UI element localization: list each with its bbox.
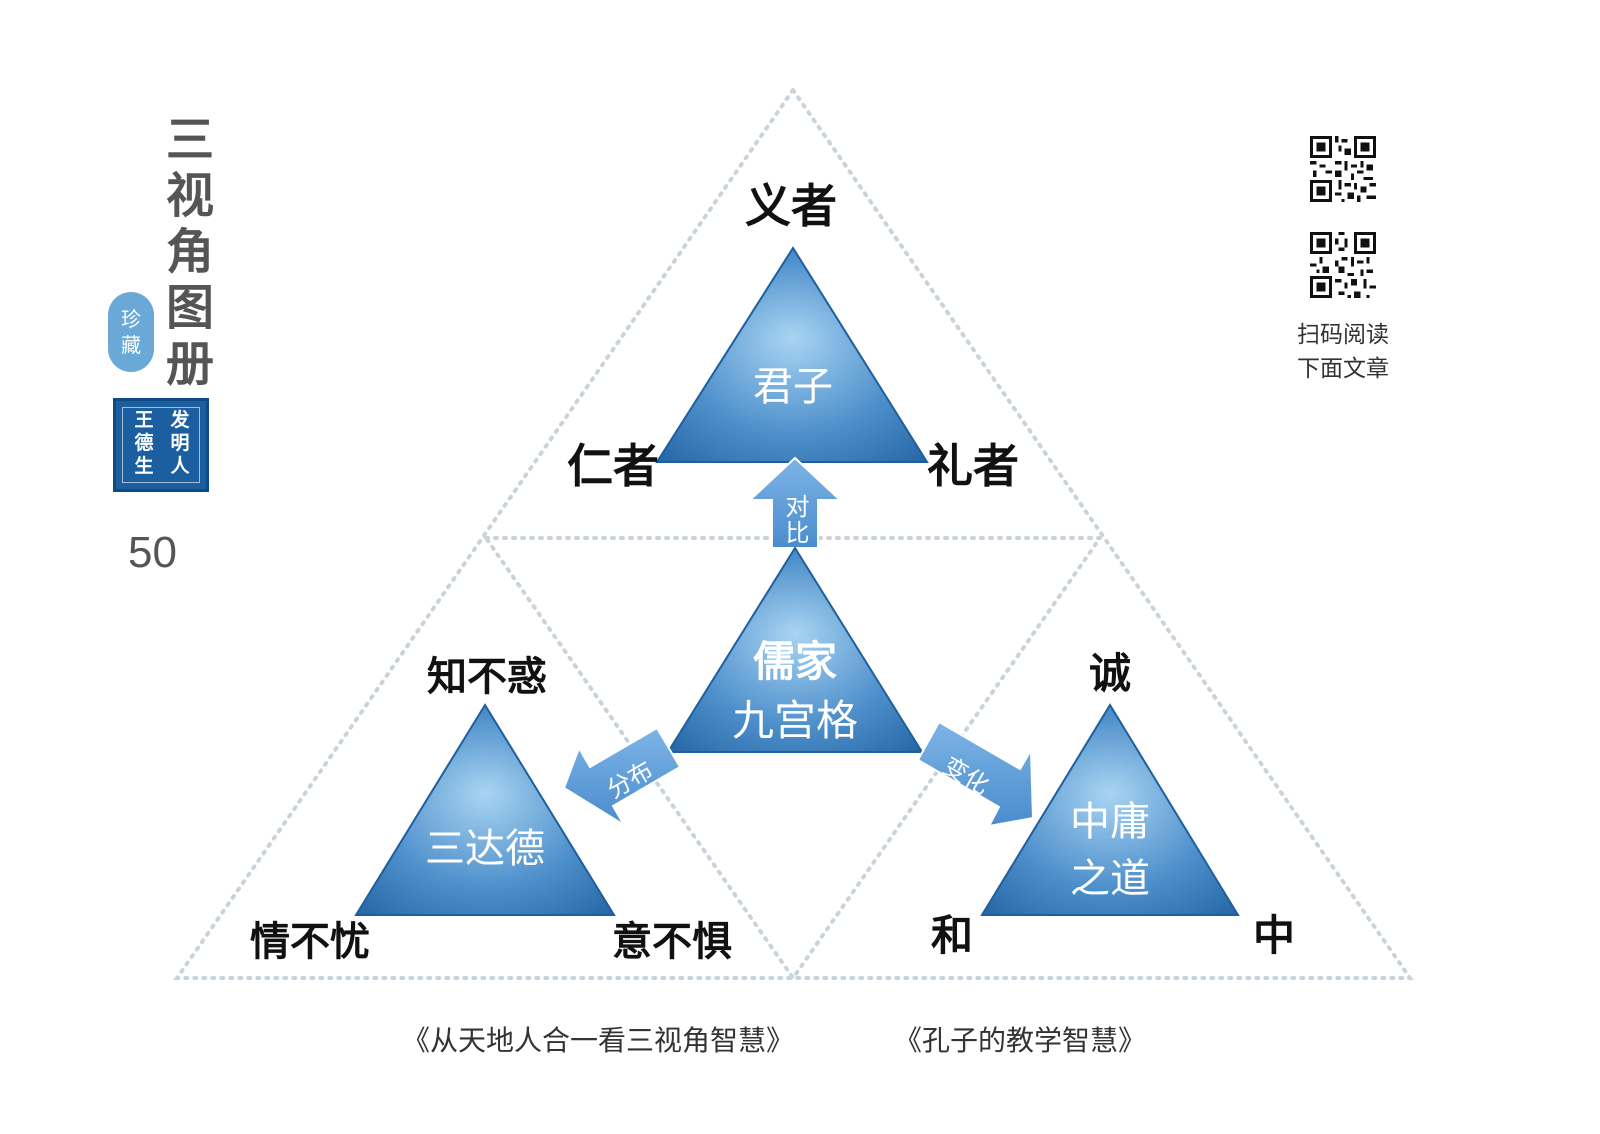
reference-right[interactable]: 《孔子的教学智慧》 <box>894 1024 1146 1057</box>
inventor-seal-right-column: 发明人 <box>170 409 190 477</box>
reference-left[interactable]: 《从天地人合一看三视角智慧》 <box>402 1024 794 1057</box>
collection-seal: 珍 藏 <box>108 292 154 372</box>
title-char: 角 <box>165 224 214 280</box>
collection-seal-char: 藏 <box>121 333 141 357</box>
cheng-label: 诚 <box>1089 649 1131 698</box>
inventor-seal-border <box>122 407 200 483</box>
rujia-label-line2: 九宫格 <box>732 696 858 745</box>
title-char: 图 <box>165 280 214 336</box>
qr-caption-line1: 扫码阅读 <box>1297 322 1389 348</box>
zhongyong-label-line2: 之道 <box>1070 856 1150 902</box>
rujia-triangle <box>666 546 924 753</box>
junzi-triangle <box>655 246 929 463</box>
title-char: 册 <box>165 336 214 392</box>
compare-arrow: 对比 <box>747 456 843 549</box>
outer-frame-triangle <box>173 86 1414 980</box>
rujia-label-line1: 儒家 <box>753 637 837 686</box>
sandade-group: 三达德 知不惑 情不忧 意不惧 <box>250 654 732 965</box>
sandade-triangle <box>354 703 616 916</box>
title-char: 三 <box>165 112 214 168</box>
junzi-label: 君子 <box>753 364 833 410</box>
compare-arrow-label: 对比 <box>781 494 809 546</box>
renzhe-label: 仁者 <box>567 439 659 493</box>
rujia-group: 儒家 九宫格 <box>666 546 924 753</box>
inventor-seal: 发明人 王德生 <box>113 398 209 492</box>
page-number: 50 <box>128 528 177 577</box>
junzi-group: 君子 义者 仁者 礼者 <box>567 179 1019 493</box>
distribute-arrow: 分布 <box>562 726 682 826</box>
distribute-arrow-shape <box>562 726 682 826</box>
sandade-label: 三达德 <box>425 826 545 872</box>
qr-caption-line2: 下面文章 <box>1297 356 1389 382</box>
zhibuhuo-label: 知不惑 <box>427 654 547 700</box>
change-arrow-shape <box>916 720 1035 828</box>
yizhe-label: 义者 <box>745 179 837 233</box>
book-title: 三 视 角 图 册 <box>160 112 220 392</box>
zhongyong-triangle <box>980 703 1240 916</box>
zhongyong-group: 中庸 之道 诚 和 中 <box>931 649 1295 960</box>
qingbuyou-label: 情不忧 <box>250 919 370 965</box>
qr-caption: 扫码阅读 下面文章 <box>1278 318 1408 386</box>
zhong-label: 中 <box>1253 911 1295 960</box>
title-char: 视 <box>165 168 214 224</box>
qr-code-1[interactable] <box>1310 136 1376 202</box>
yibuju-label: 意不惧 <box>612 919 732 965</box>
inventor-seal-left-column: 王德生 <box>134 409 154 477</box>
he-label: 和 <box>931 911 973 960</box>
lizhe-label: 礼者 <box>927 439 1019 493</box>
zhongyong-label-line1: 中庸 <box>1070 799 1150 845</box>
collection-seal-char: 珍 <box>121 307 141 331</box>
qr-code-2[interactable] <box>1310 232 1376 298</box>
